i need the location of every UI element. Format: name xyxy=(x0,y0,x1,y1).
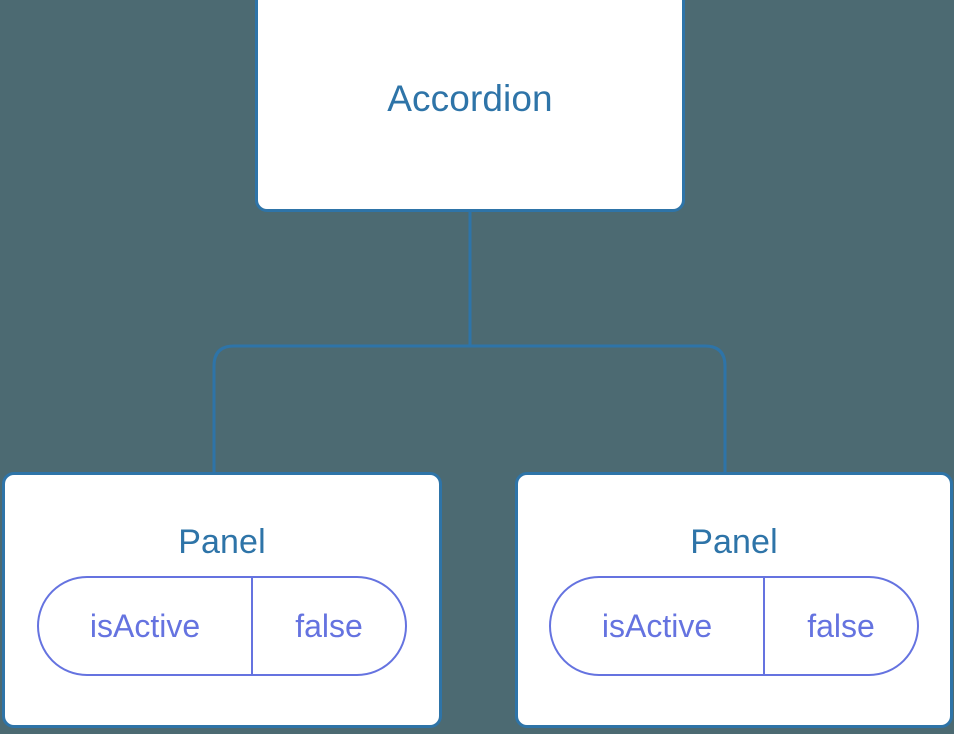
state-key-isactive: isActive xyxy=(551,578,765,674)
state-pill-panel-2: isActive false xyxy=(549,576,919,676)
state-value-isactive: false xyxy=(807,608,875,644)
node-accordion-label: Accordion xyxy=(387,77,553,119)
node-panel-2[interactable]: Panel isActive false xyxy=(515,472,953,728)
connector-root-to-children xyxy=(212,211,727,490)
state-value-isactive: false xyxy=(295,608,363,644)
node-panel-1-label: Panel xyxy=(178,523,266,561)
state-pill-panel-1: isActive false xyxy=(37,576,407,676)
node-panel-2-label: Panel xyxy=(690,523,778,561)
node-accordion[interactable]: Accordion xyxy=(255,0,685,212)
node-panel-1[interactable]: Panel isActive false xyxy=(2,472,442,728)
state-key-isactive: isActive xyxy=(39,578,253,674)
